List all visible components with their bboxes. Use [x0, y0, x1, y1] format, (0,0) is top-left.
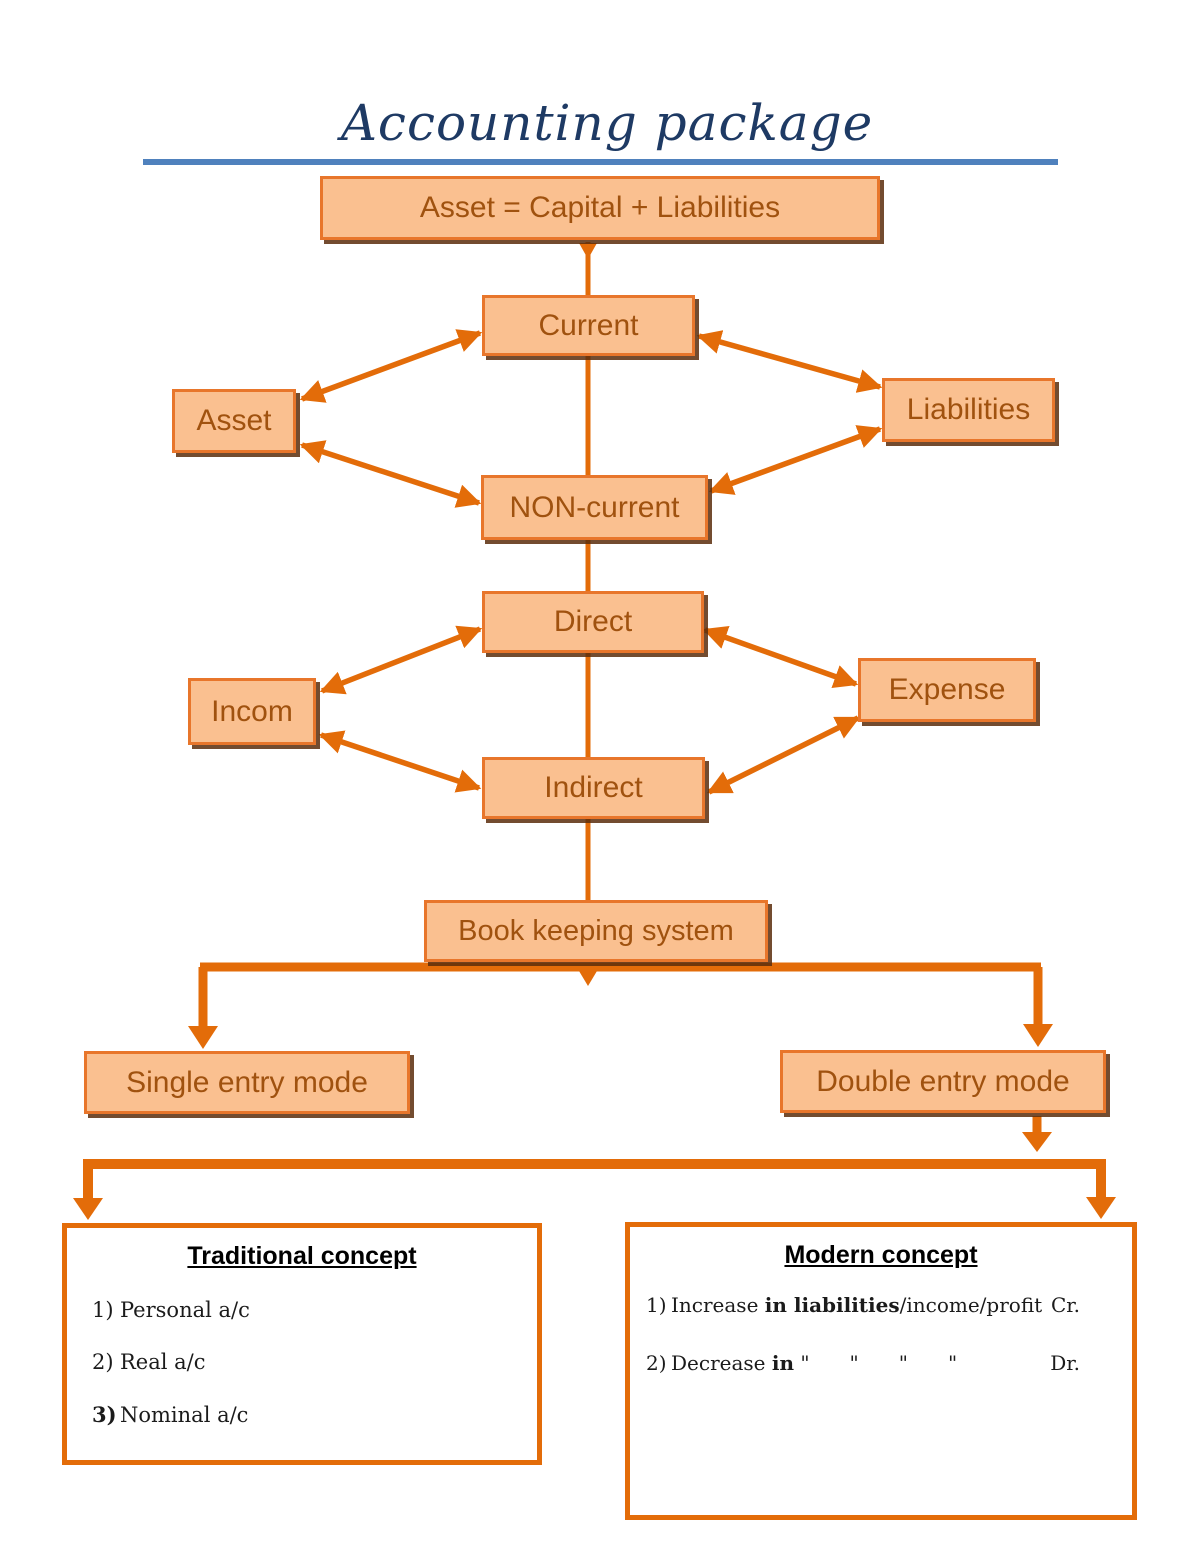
list-item: 2)Decrease in " " " " Dr. — [646, 1351, 1120, 1375]
item-number: 3) — [92, 1402, 117, 1427]
list-item: 1)Increase in liabilities/income/profit C… — [646, 1293, 1120, 1317]
item-text: Nominal a/c — [120, 1403, 249, 1427]
node-single-entry-mode: Single entry mode — [84, 1051, 410, 1114]
traditional-concept-box: Traditional concept 1)Personal a/c 2)Rea… — [62, 1223, 542, 1465]
item-number: 1) — [646, 1293, 667, 1317]
item-text: Personal a/c — [120, 1298, 250, 1322]
item-number: 2) — [646, 1351, 667, 1375]
item-text: /income/profit — [899, 1293, 1043, 1317]
item-text: Decrease — [671, 1351, 772, 1375]
item-number: 2) — [92, 1350, 114, 1374]
modern-concept-title: Modern concept — [784, 1241, 978, 1269]
node-indirect: Indirect — [482, 757, 705, 819]
node-non-current: NON-current — [481, 475, 708, 540]
item-text: " " " " — [794, 1351, 958, 1375]
list-item: 1)Personal a/c — [92, 1298, 250, 1322]
item-text-bold: in — [771, 1351, 794, 1375]
node-liabilities: Liabilities — [882, 378, 1055, 442]
item-right-label: Dr. — [1050, 1351, 1080, 1375]
node-current: Current — [482, 295, 695, 356]
title-underline-rule — [143, 159, 1058, 165]
traditional-concept-title: Traditional concept — [187, 1242, 417, 1270]
list-item: 2)Real a/c — [92, 1350, 206, 1374]
item-number: 1) — [92, 1298, 114, 1322]
item-text-bold: in liabilities — [764, 1293, 900, 1317]
node-incom: Incom — [188, 678, 316, 745]
node-direct: Direct — [482, 591, 704, 653]
node-equation: Asset = Capital + Liabilities — [320, 176, 880, 240]
item-text: Real a/c — [120, 1350, 206, 1374]
node-double-entry-mode: Double entry mode — [780, 1050, 1106, 1113]
node-book-keeping-system: Book keeping system — [424, 900, 768, 962]
page-title: Accounting package — [340, 94, 874, 152]
node-asset: Asset — [172, 389, 296, 453]
item-text: Increase — [671, 1293, 765, 1317]
item-right-label: Cr. — [1050, 1293, 1080, 1317]
node-expense: Expense — [858, 658, 1036, 722]
list-item: 3)Nominal a/c — [92, 1402, 248, 1427]
modern-concept-box: Modern concept 1)Increase in liabilities… — [625, 1222, 1137, 1520]
